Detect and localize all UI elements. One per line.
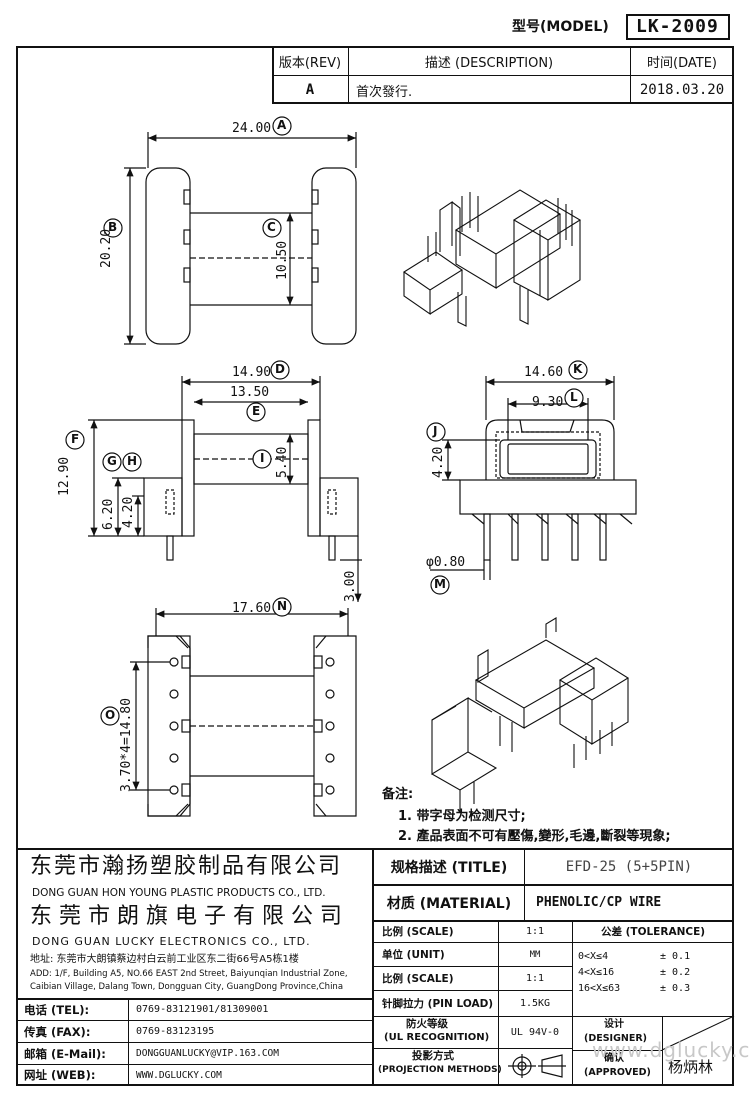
approved-value: 杨炳林 [668,1058,714,1076]
unit-value: MM [529,949,541,960]
model-value: LK-2009 [636,16,719,37]
marker-n: N [277,599,288,613]
note-1: 1. 带字母为检测尺寸; [398,809,526,824]
company-en-1: DONG GUAN HON YOUNG PLASTIC PRODUCTS CO.… [32,887,326,899]
tol-range-3: 16<X≤63 [578,983,621,994]
title-label: 规格描述 (TITLE) [390,859,508,876]
company-cn-1: 东莞市瀚扬塑胶制品有限公司 [30,854,343,879]
tol-range-2: 4<X≤16 [578,967,615,978]
fire-label-en: (UL RECOGNITION) [384,1032,490,1043]
pinload-label: 针脚拉力 (PIN LOAD) [382,998,494,1010]
dim-m: φ0.80 [426,555,466,570]
tolerance-label: 公差 (TOLERANCE) [600,926,706,938]
side-view [430,376,637,580]
marker-j: J [433,424,438,438]
desc-value: 首次發行. [356,84,413,100]
front-view [88,376,362,602]
dim-d: 14.90 [232,365,272,380]
fax-value: 0769-83123195 [136,1026,215,1037]
note-2: 2. 產品表面不可有壓傷,變形,毛邊,斷裂等現象; [398,829,671,844]
approved-label-en: (APPROVED) [584,1067,651,1078]
company-cn-2: 东 莞 市 朗 旗 电 子 有 限 公 司 [30,904,342,929]
model-box [626,14,730,40]
iso-view-top [402,189,582,327]
company-en-2: DONG GUAN LUCKY ELECTRONICS CO., LTD. [32,935,311,948]
dim-o: 3.70*4=14.80 [119,698,134,792]
email-label: 邮箱 (E-Mail): [24,1046,106,1061]
marker-i: I [260,451,265,465]
iso-view-bottom [431,617,630,812]
marker-c: C [267,220,276,234]
dim-f: 12.90 [57,456,72,496]
desc-header: 描述 (DESCRIPTION) [424,55,554,71]
rev-header: 版本(REV) [278,55,342,71]
scale2-label: 比例 (SCALE) [382,973,454,985]
email-value: DONGGUANLUCKY@VIP.163.COM [136,1048,279,1059]
tol-range-1: 0<X≤4 [578,951,609,962]
proj-label-cn: 投影方式 [412,1050,454,1062]
marker-b: B [108,220,118,234]
dim-g: 6.20 [101,498,116,530]
dim-j: 4.20 [431,446,446,478]
scale-label: 比例 (SCALE) [382,926,454,938]
marker-l: L [570,390,578,404]
title-value: EFD-25 (5+5PIN) [565,858,693,875]
dim-pin-length: 3.00 [343,570,358,602]
material-value: PHENOLIC/CP WIRE [536,895,662,910]
marker-h: H [127,454,138,468]
designer-label-en: (DESIGNER) [584,1033,647,1044]
proj-label-en: (PROJECTION METHODS) [378,1065,502,1075]
scale2-value: 1:1 [525,973,545,984]
dim-l: 9.30 [532,395,564,410]
web-value: WWW.DGLUCKY.COM [136,1069,222,1081]
company-addr-1: 地址: 东莞市大朗镇蔡边村白云前工业区东二街66号A5栋1楼 [30,954,299,965]
watermark-text: www.dglucky.com [592,1038,750,1062]
dim-h: 4.20 [121,496,136,528]
fire-label-cn: 防火等级 [406,1018,448,1030]
dim-e: 13.50 [230,385,270,400]
dim-k: 14.60 [524,365,564,380]
notes-title: 备注: [382,787,414,802]
marker-d: D [275,362,285,376]
dim-n: 17.60 [232,601,272,616]
company-addr-2: ADD: 1/F, Building A5, NO.66 EAST 2nd St… [30,969,348,979]
pinload-value: 1.5KG [519,998,551,1009]
date-header: 时间(DATE) [647,55,717,71]
dim-i: 5.40 [275,446,290,478]
tol-value-3: ± 0.3 [660,983,691,994]
tol-value-1: ± 0.1 [660,951,691,962]
fax-label: 传真 (FAX): [24,1024,91,1039]
designer-label-cn: 设计 [604,1019,624,1030]
marker-g: G [107,454,117,468]
approved-label-cn: 确认 [604,1053,624,1064]
model-label: 型号(MODEL) [512,19,609,35]
dim-b: 20.20 [99,228,114,268]
marker-o: O [105,708,116,722]
fire-value: UL 94V-0 [510,1027,560,1038]
marker-k: K [573,362,583,376]
marker-m: M [434,577,446,591]
date-value: 2018.03.20 [639,82,725,98]
web-label: 网址 (WEB): [24,1068,96,1082]
company-addr-3: Caibian Village, Dalang Town, Dongguan C… [30,982,344,992]
material-label: 材质 (MATERIAL) [386,895,512,912]
dim-a: 24.00 [232,121,272,136]
top-view [124,132,357,345]
technical-drawing [65,116,637,817]
tol-value-2: ± 0.2 [660,967,691,978]
dim-c: 10.50 [275,240,290,280]
tel-value: 0769-83121901/81309001 [136,1004,269,1015]
tel-label: 电话 (TEL): [24,1002,90,1017]
marker-e: E [252,404,261,418]
rev-value: A [305,82,315,98]
bottom-view [130,608,357,817]
marker-a: A [277,118,287,132]
unit-label: 单位 (UNIT) [382,949,445,961]
marker-f: F [71,432,80,446]
scale-value: 1:1 [525,926,545,937]
